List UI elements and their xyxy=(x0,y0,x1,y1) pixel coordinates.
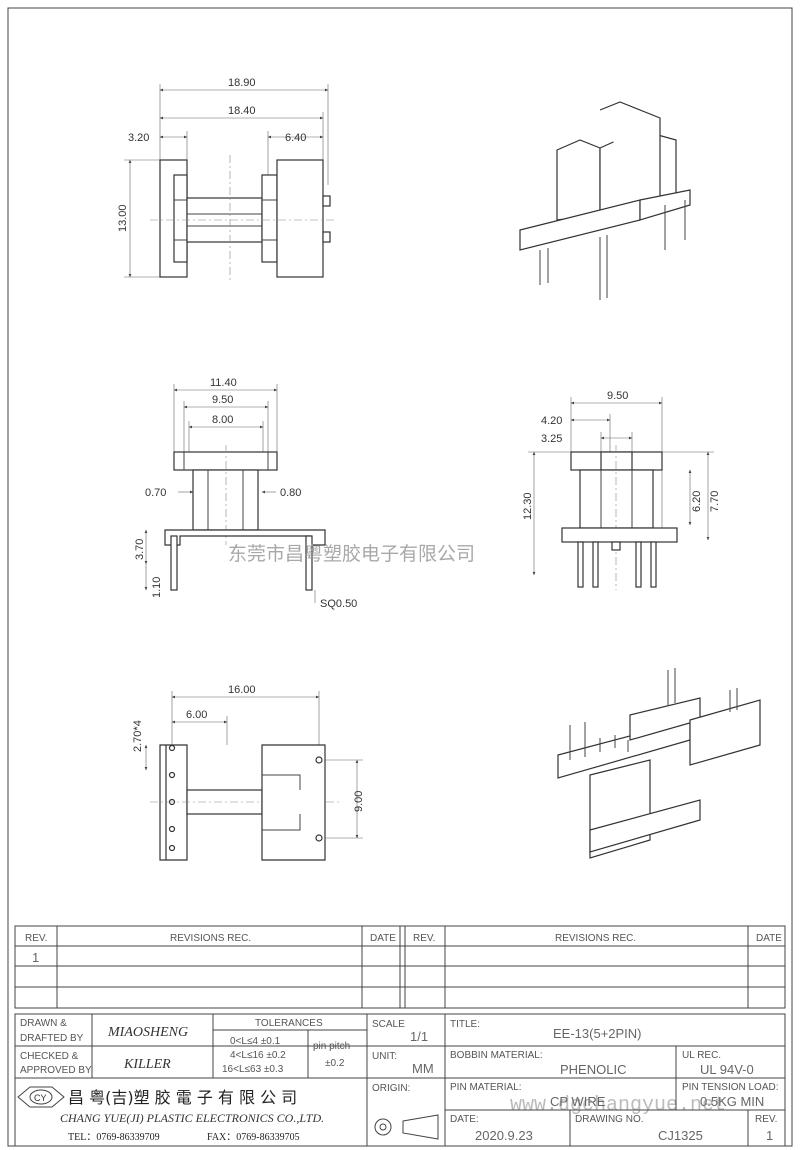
pin-material-label: PIN MATERIAL: xyxy=(450,1082,522,1093)
dim-side-offset-a: 4.20 xyxy=(541,415,562,427)
svg-text:CY: CY xyxy=(34,1093,47,1103)
dim-front-pin-length: 1.10 xyxy=(151,577,163,598)
dim-top-height: 13.00 xyxy=(117,204,129,232)
dim-front-base-height: 3.70 xyxy=(134,539,146,560)
dim-bottom-length: 16.00 xyxy=(228,684,256,696)
dim-top-overall-length: 18.90 xyxy=(228,77,256,89)
tolerances-label: TOLERANCES xyxy=(255,1018,323,1029)
rev-header-right: REV. xyxy=(413,933,435,944)
dim-front-wall-left: 0.70 xyxy=(145,487,166,499)
revision-table: REV. REVISIONS REC. DATE 1 REV. REVISION… xyxy=(14,925,786,1009)
dim-front-wall-right: 0.80 xyxy=(280,487,301,499)
rev-row-1: 1 xyxy=(32,950,39,965)
dim-top-body-length: 18.40 xyxy=(228,105,256,117)
scale-value: 1/1 xyxy=(410,1029,428,1044)
date-header-left: DATE xyxy=(370,933,396,944)
projection-symbol-circle xyxy=(374,1118,392,1136)
pin-material-value: CP WIRE xyxy=(550,1094,606,1109)
unit-label: UNIT: xyxy=(372,1051,397,1062)
dim-side-offset-b: 3.25 xyxy=(541,433,562,445)
watermark-url: www.dgchangyue.net xyxy=(510,1094,726,1117)
dim-side-width: 9.50 xyxy=(607,390,628,402)
dim-front-flange-width: 11.40 xyxy=(210,377,237,389)
dim-front-core-outer: 9.50 xyxy=(212,394,233,406)
company-name-cn: 昌 粤(吉)塑 胶 電 子 有 限 公 司 xyxy=(68,1088,297,1107)
company-name-en: CHANG YUE(JI) PLASTIC ELECTRONICS CO.,LT… xyxy=(60,1111,324,1125)
projection-symbol-cone xyxy=(402,1114,439,1140)
dim-top-flange-width: 3.20 xyxy=(128,132,149,144)
checked-by-label-2: APPROVED BY xyxy=(20,1065,92,1076)
rev-value: 1 xyxy=(766,1128,773,1143)
date-header-right: DATE xyxy=(756,933,782,944)
watermark-company-cn: 东莞市昌粤塑胶电子有限公司 xyxy=(228,543,475,565)
rec-header-left: REVISIONS REC. xyxy=(170,933,251,944)
drawn-by-value: MIAOSHENG xyxy=(107,1025,188,1040)
pin-pitch-value: ±0.2 xyxy=(325,1058,345,1069)
pin-pitch-label: pin pitch xyxy=(313,1041,350,1052)
tolerance-row-1: 0<L≤4 ±0.1 xyxy=(230,1036,281,1047)
tolerance-row-3: 16<L≤63 ±0.3 xyxy=(222,1064,284,1075)
rev-label: REV. xyxy=(755,1114,777,1125)
tolerance-row-2: 4<L≤16 ±0.2 xyxy=(230,1050,286,1061)
dim-front-pin-square: SQ0.50 xyxy=(320,598,357,610)
dim-top-pin-section: 6.40 xyxy=(285,132,306,144)
front-view: 11.40 9.50 8.00 0.70 0.80 3.70 1.10 SQ0.… xyxy=(134,377,357,610)
ul-value: UL 94V-0 xyxy=(700,1062,754,1077)
company-fax: FAX：0769-86339705 xyxy=(207,1132,300,1143)
title-label: TITLE: xyxy=(450,1019,480,1030)
iso-view-bottom xyxy=(557,668,761,859)
pin-tension-value: 0.5KG MIN xyxy=(700,1094,764,1109)
top-view: 18.90 18.40 3.20 6.40 13.00 xyxy=(117,77,335,283)
side-view: 9.50 4.20 3.25 12.30 6.20 7.70 xyxy=(522,390,721,590)
ul-label: UL REC. xyxy=(682,1050,721,1061)
dim-side-body-height: 7.70 xyxy=(709,491,721,512)
unit-value: MM xyxy=(412,1061,434,1076)
checked-by-value: KILLER xyxy=(123,1057,171,1072)
bobbin-material-value: PHENOLIC xyxy=(560,1062,626,1077)
company-logo: CY xyxy=(17,1086,65,1108)
date-label: DATE: xyxy=(450,1114,479,1125)
date-value: 2020.9.23 xyxy=(475,1128,533,1143)
iso-view-top xyxy=(519,101,691,300)
title-value: EE-13(5+2PIN) xyxy=(553,1026,642,1041)
bottom-view: 16.00 6.00 2.70*4 9.00 xyxy=(132,684,365,861)
dim-side-window-height: 6.20 xyxy=(691,491,703,512)
rev-header-left: REV. xyxy=(25,933,47,944)
dim-bottom-pin-pitch: 2.70*4 xyxy=(132,720,144,752)
checked-by-label-1: CHECKED & xyxy=(20,1051,79,1062)
drawn-by-label-2: DRAFTED BY xyxy=(20,1033,84,1044)
dim-bottom-offset: 6.00 xyxy=(186,709,207,721)
origin-label: ORIGIN: xyxy=(372,1083,410,1094)
dim-front-core-inner: 8.00 xyxy=(212,414,233,426)
dim-side-height: 12.30 xyxy=(522,492,534,520)
drawn-by-label-1: DRAWN & xyxy=(20,1018,67,1029)
drawing-number-value: CJ1325 xyxy=(658,1128,703,1143)
dim-bottom-pin-span: 9.00 xyxy=(353,791,365,812)
pin-tension-label: PIN TENSION LOAD: xyxy=(682,1082,779,1093)
rec-header-right: REVISIONS REC. xyxy=(555,933,636,944)
bobbin-material-label: BOBBIN MATERIAL: xyxy=(450,1050,543,1061)
title-block: DRAWN & DRAFTED BY MIAOSHENG CHECKED & A… xyxy=(14,1013,786,1147)
company-tel: TEL：0769-86339709 xyxy=(68,1132,160,1143)
scale-label: SCALE xyxy=(372,1019,405,1030)
drawing-number-label: DRAWING NO. xyxy=(575,1114,644,1125)
